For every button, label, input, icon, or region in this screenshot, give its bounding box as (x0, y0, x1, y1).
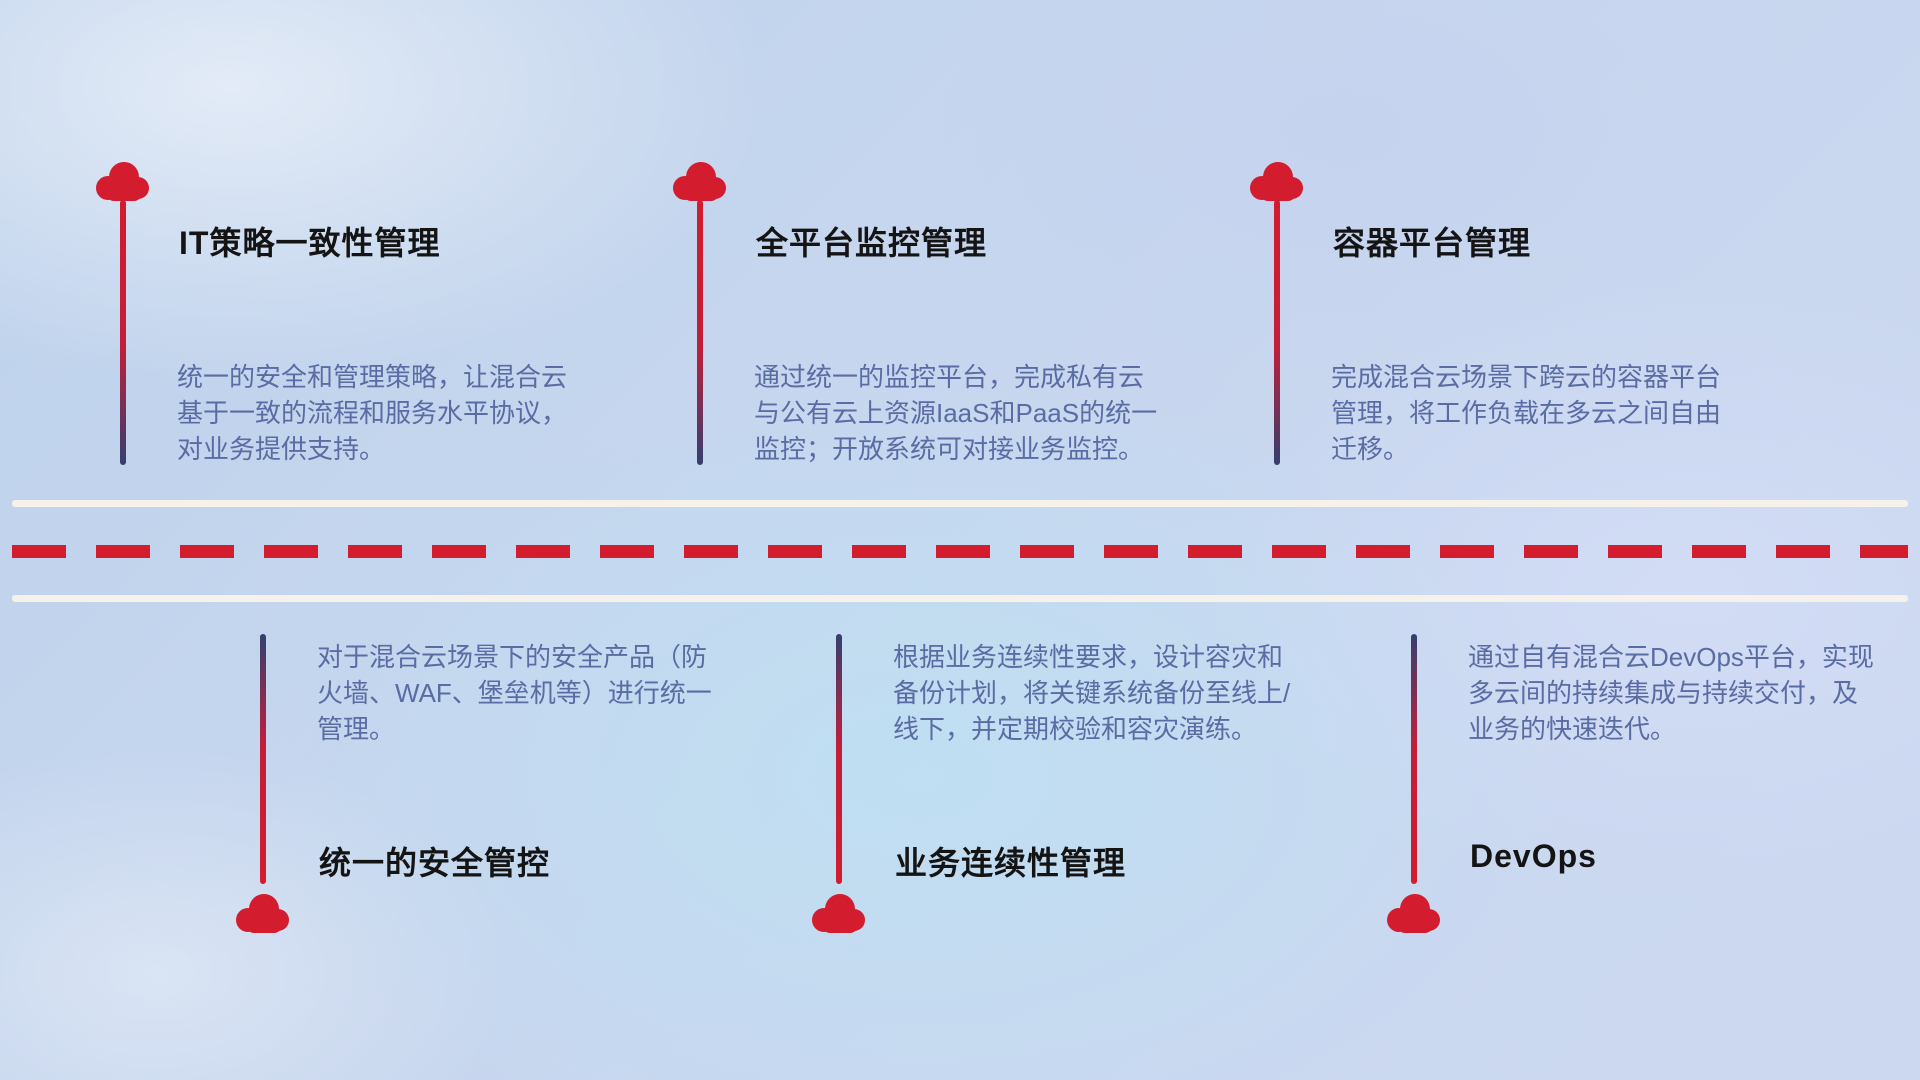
feature-title: 统一的安全管控 (319, 845, 551, 881)
timeline-connector (1411, 634, 1417, 884)
feature-block-monitoring: 全平台监控管理 通过统一的监控平台，完成私有云与公有云上资源IaaS和PaaS的… (670, 160, 1190, 480)
feature-description: 完成混合云场景下跨云的容器平台管理，将工作负载在多云之间自由迁移。 (1331, 362, 1722, 464)
cloud-icon (1247, 160, 1307, 204)
feature-block-container-platform: 容器平台管理 完成混合云场景下跨云的容器平台管理，将工作负载在多云之间自由迁移。 (1247, 160, 1767, 480)
road-bottom-line (12, 595, 1908, 602)
cloud-icon (809, 892, 869, 936)
feature-description: 统一的安全和管理策略，让混合云基于一致的流程和服务水平协议，对业务提供支持。 (177, 362, 568, 464)
feature-description: 通过自有混合云DevOps平台，实现多云间的持续集成与持续交付，及业务的快速迭代… (1468, 642, 1874, 744)
timeline-connector (260, 634, 266, 884)
feature-block-devops: 通过自有混合云DevOps平台，实现多云间的持续集成与持续交付，及业务的快速迭代… (1384, 630, 1904, 940)
timeline-connector (697, 200, 703, 465)
feature-description: 对于混合云场景下的安全产品（防火墙、WAF、堡垒机等）进行统一管理。 (317, 642, 712, 744)
cloud-icon (233, 892, 293, 936)
cloud-icon (670, 160, 730, 204)
feature-title: 全平台监控管理 (756, 225, 988, 261)
feature-block-security: 对于混合云场景下的安全产品（防火墙、WAF、堡垒机等）进行统一管理。 统一的安全… (233, 630, 753, 940)
cloud-icon (1384, 892, 1444, 936)
road-top-line (12, 500, 1908, 507)
feature-description: 通过统一的监控平台，完成私有云与公有云上资源IaaS和PaaS的统一监控；开放系… (754, 362, 1158, 464)
road-center-dashed-line (12, 545, 1908, 558)
timeline-connector (836, 634, 842, 884)
feature-title: 容器平台管理 (1333, 225, 1532, 261)
feature-title: DevOps (1470, 838, 1597, 874)
feature-description: 根据业务连续性要求，设计容灾和备份计划，将关键系统备份至线上/线下，并定期校验和… (893, 642, 1291, 744)
feature-title: 业务连续性管理 (895, 845, 1127, 881)
cloud-icon (93, 160, 153, 204)
timeline-connector (1274, 200, 1280, 465)
feature-block-it-policy: IT策略一致性管理 统一的安全和管理策略，让混合云基于一致的流程和服务水平协议，… (93, 160, 613, 480)
feature-block-business-continuity: 根据业务连续性要求，设计容灾和备份计划，将关键系统备份至线上/线下，并定期校验和… (809, 630, 1329, 940)
feature-title: IT策略一致性管理 (179, 225, 441, 261)
timeline-connector (120, 200, 126, 465)
